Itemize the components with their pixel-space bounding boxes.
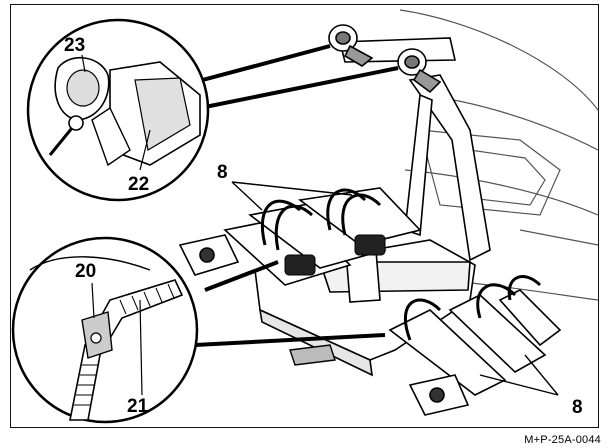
ratchet-buckles-top [284,234,386,276]
upper-inset-leaders [194,44,399,110]
callout-23: 23 [64,35,86,56]
wheel-straps-top [260,188,382,251]
reference-code: M+P-25A-0044 [524,434,601,446]
lower-inset-strap-detail [11,236,199,424]
callout-8-leaders [231,181,559,396]
tail-lights [178,234,470,416]
callout-22: 22 [128,174,150,195]
callout-20: 20 [75,261,97,282]
lower-inset-leaders [194,260,386,347]
callout-8-bottom: 8 [572,397,583,418]
wheel-straps-bottom [403,275,542,341]
upper-inset-lock-detail [26,18,210,202]
wheel-rails-bottom [388,289,562,396]
upright-frame-arm [338,37,491,262]
callout-8-top: 8 [217,162,228,183]
callout-21: 21 [127,396,149,417]
hitch-arm [289,344,336,366]
top-clamp-knobs [328,24,442,94]
